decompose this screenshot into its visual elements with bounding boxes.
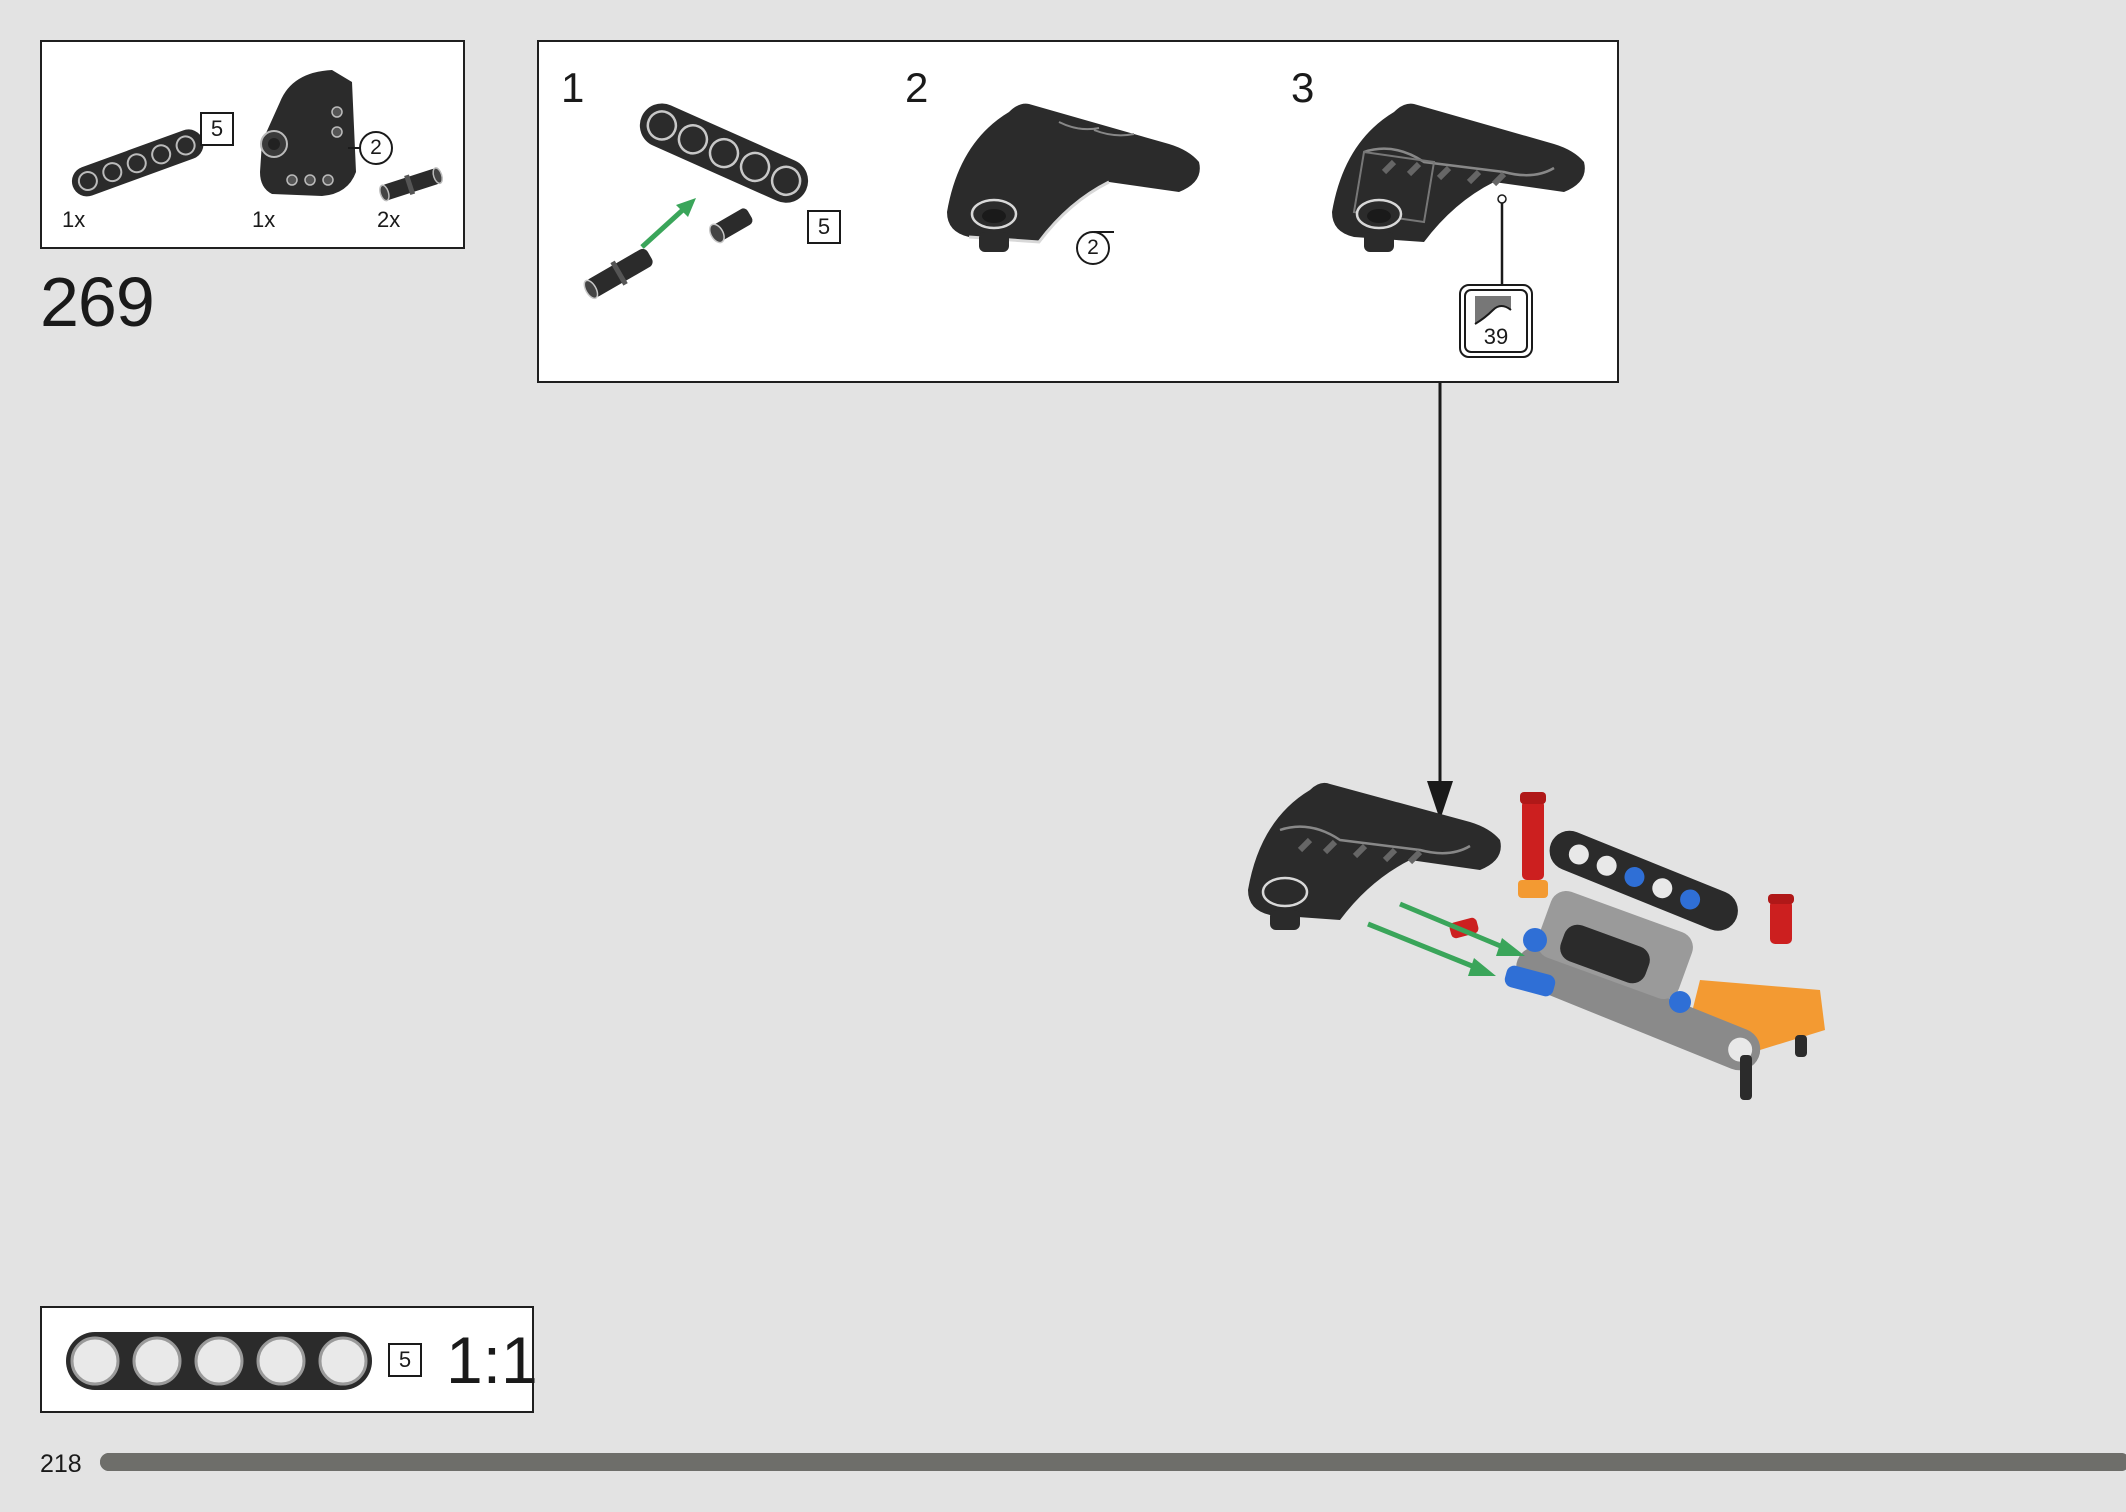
scale-beam-image <box>66 1332 372 1390</box>
sub-steps-panel: 1 5 2 2 3 <box>537 40 1619 383</box>
main-assembly-image <box>1248 782 1825 1100</box>
page-number: 218 <box>40 1450 82 1478</box>
sub-step-2-number: 2 <box>905 64 929 111</box>
placement-arrow <box>1427 383 1453 820</box>
sub-step-1-number: 1 <box>561 64 585 111</box>
beam-quantity: 1x <box>62 207 86 232</box>
pin-quantity: 2x <box>377 207 401 232</box>
panel-variant-badge: 2 <box>359 131 393 165</box>
sub-step-2-image <box>947 103 1200 252</box>
pin-part-image <box>379 167 443 202</box>
panel-quantity: 1x <box>252 207 276 232</box>
panel-part-image <box>260 70 370 196</box>
sticker-callout: 39 <box>1459 284 1533 358</box>
beam-length-badge: 5 <box>200 112 234 146</box>
sticker-icon <box>1474 296 1512 325</box>
scale-reference-panel: 5 1:1 <box>40 1306 538 1413</box>
sub-step-3-number: 3 <box>1291 64 1315 111</box>
sticker-number: 39 <box>1483 324 1509 349</box>
scale-ratio-label: 1:1 <box>446 1323 538 1397</box>
sub-step-2-variant-badge: 2 <box>1076 231 1110 265</box>
sub-step-1-length-badge: 5 <box>807 210 841 244</box>
sub-step-3-image <box>1332 103 1585 252</box>
sub-step-1-image <box>583 103 809 300</box>
step-number: 269 <box>40 263 155 341</box>
beam-5-part-image <box>71 129 204 197</box>
parts-list-panel: 5 1x 2 1x 2x <box>40 40 465 249</box>
progress-bar <box>100 1453 2126 1471</box>
progress-bar-fill <box>100 1453 2126 1471</box>
scale-length-badge: 5 <box>388 1343 422 1377</box>
